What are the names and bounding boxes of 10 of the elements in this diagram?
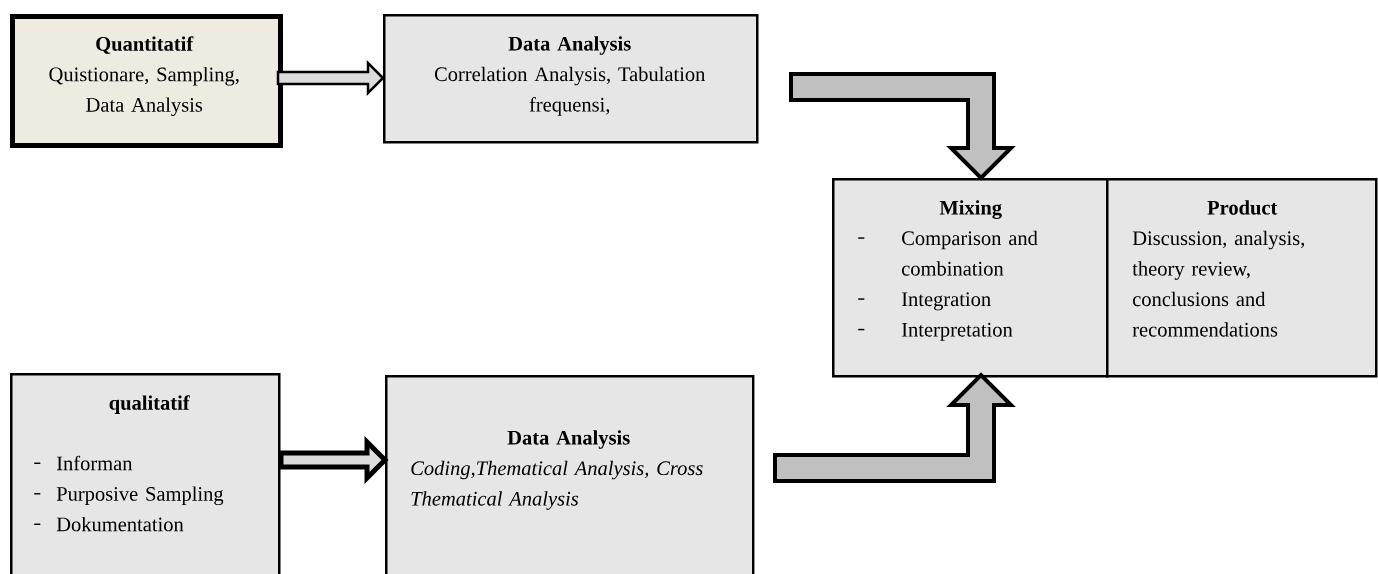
block-arrow (278, 435, 389, 485)
process-box: Mixing Comparison and combination Integration Interpretation (832, 178, 1109, 378)
process-box: Quantitatif Quistionare, Sampling, Data Analysis (10, 14, 283, 148)
block-arrow (773, 372, 1016, 483)
block-arrow (789, 72, 1016, 181)
process-box: Data Analysis Coding,Thematical Analysis, Cross Thematical Analysis (385, 375, 755, 574)
process-box: Product Discussion, analysis, theory review, conclusions and recommendations (1106, 178, 1378, 378)
block-arrow (276, 60, 385, 96)
process-box: qualitatif Informan Purposive Sampling Dokumentation (10, 373, 281, 574)
process-box: Data Analysis Correlation Analysis, Tabulation frequensi, (383, 14, 759, 144)
